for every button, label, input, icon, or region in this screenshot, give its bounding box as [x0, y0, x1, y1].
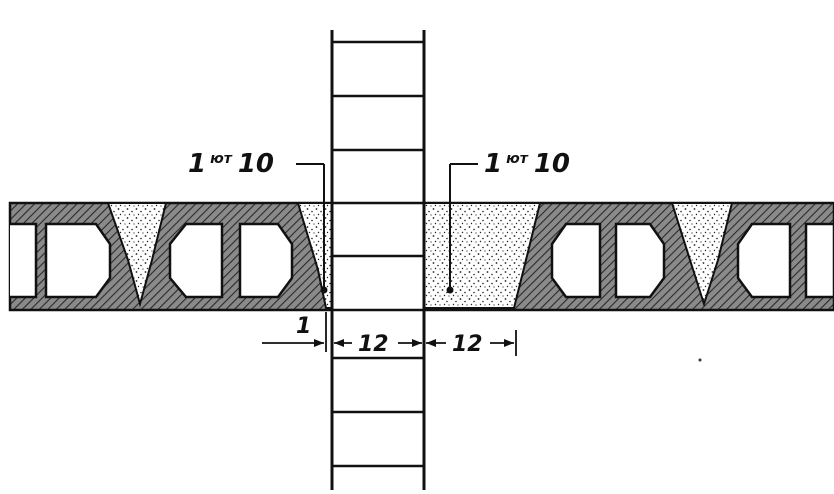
right-callout-sup: ют: [506, 151, 529, 167]
concrete-joint: [106, 202, 168, 308]
brick-wall: [330, 30, 426, 490]
dimension-lines: [262, 312, 517, 356]
dim-wall-label: 12: [358, 332, 389, 357]
right-leader: [446, 163, 478, 294]
slab-void: [804, 222, 834, 299]
right-callout-tail: 10: [534, 149, 570, 179]
slab-void: [168, 222, 224, 299]
slab-void: [614, 222, 666, 299]
speck: [698, 358, 702, 362]
right-hollow-slab: [422, 201, 834, 312]
dim-fill-label: 12: [452, 332, 483, 357]
slab-void: [550, 222, 602, 299]
left-leader: [296, 163, 328, 294]
left-hollow-slab: [8, 201, 334, 312]
left-callout-tail: 10: [238, 149, 274, 179]
slab-void: [44, 222, 112, 299]
slab-void: [10, 222, 38, 299]
left-callout-main: 1: [188, 149, 206, 179]
right-callout-main: 1: [484, 149, 502, 179]
slab-void: [238, 222, 294, 299]
slab-void: [736, 222, 792, 299]
left-callout-sup: ют: [210, 151, 233, 167]
concrete-joint: [670, 202, 734, 308]
dim-gap-label: 1: [296, 314, 311, 339]
